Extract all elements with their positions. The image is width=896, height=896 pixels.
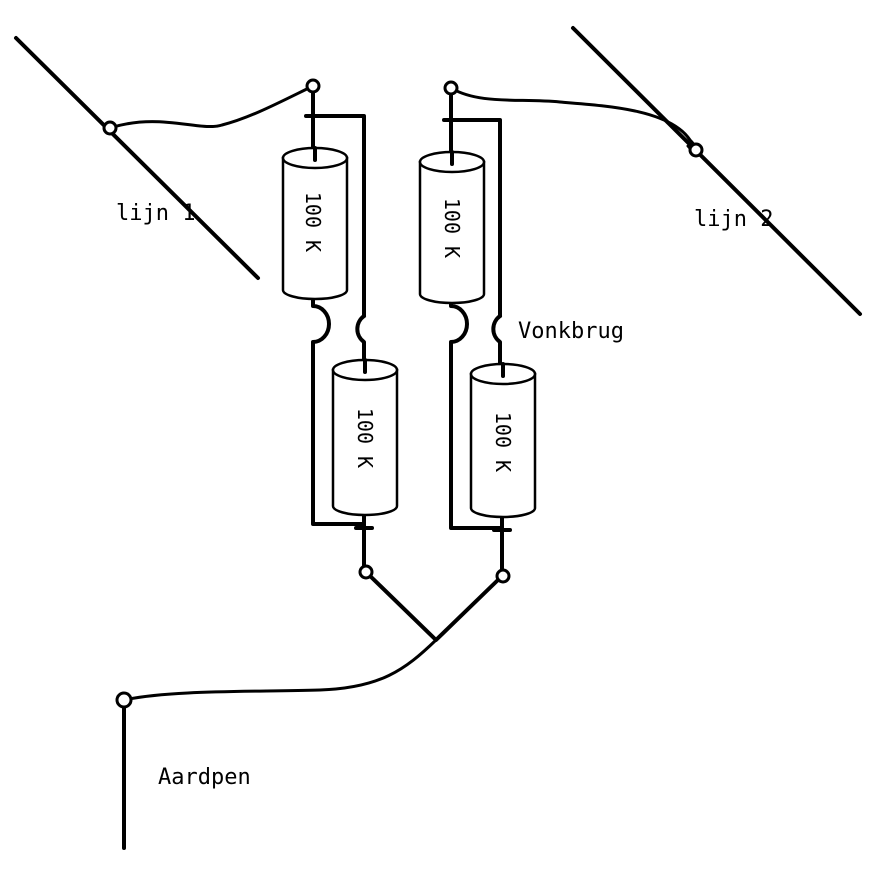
terminal-right-bottom: [495, 568, 511, 584]
terminal-left-top: [305, 78, 321, 94]
line-2: [571, 26, 862, 316]
right-spark-gap-wire: [491, 314, 502, 374]
left-top-bypass-wire: [311, 114, 366, 318]
right-top-bypass-wire: [449, 118, 502, 318]
spark-gap-label: Vonkbrug: [518, 319, 624, 344]
resistor-2: 100 K: [418, 150, 486, 305]
resistor-3: 100 K: [331, 358, 399, 517]
resistor-1-label: 100 K: [301, 192, 325, 252]
terminal-right-top: [443, 80, 459, 96]
terminal-ground: [115, 691, 133, 709]
terminal-line2: [688, 142, 704, 158]
terminal-line1: [102, 120, 118, 136]
line-2-label: lijn 2: [694, 207, 773, 232]
resistor-4: 100 K: [469, 362, 537, 519]
wire-line1-to-terminal: [108, 84, 315, 130]
wire-to-ground: [122, 638, 438, 702]
line-1: [14, 36, 260, 280]
resistor-3-label: 100 K: [353, 408, 377, 468]
resistor-2-label: 100 K: [440, 198, 464, 258]
ground-rod-label: Aardpen: [158, 765, 251, 790]
terminal-left-bottom: [358, 564, 374, 580]
line-1-label: lijn 1: [116, 201, 195, 226]
resistor-4-label: 100 K: [491, 412, 515, 472]
left-spark-gap-wire: [355, 314, 366, 370]
resistor-1: 100 K: [281, 146, 349, 301]
right-outer-wire: [449, 296, 504, 530]
bottom-v-junction: [364, 570, 502, 642]
left-outer-wire: [311, 296, 366, 526]
